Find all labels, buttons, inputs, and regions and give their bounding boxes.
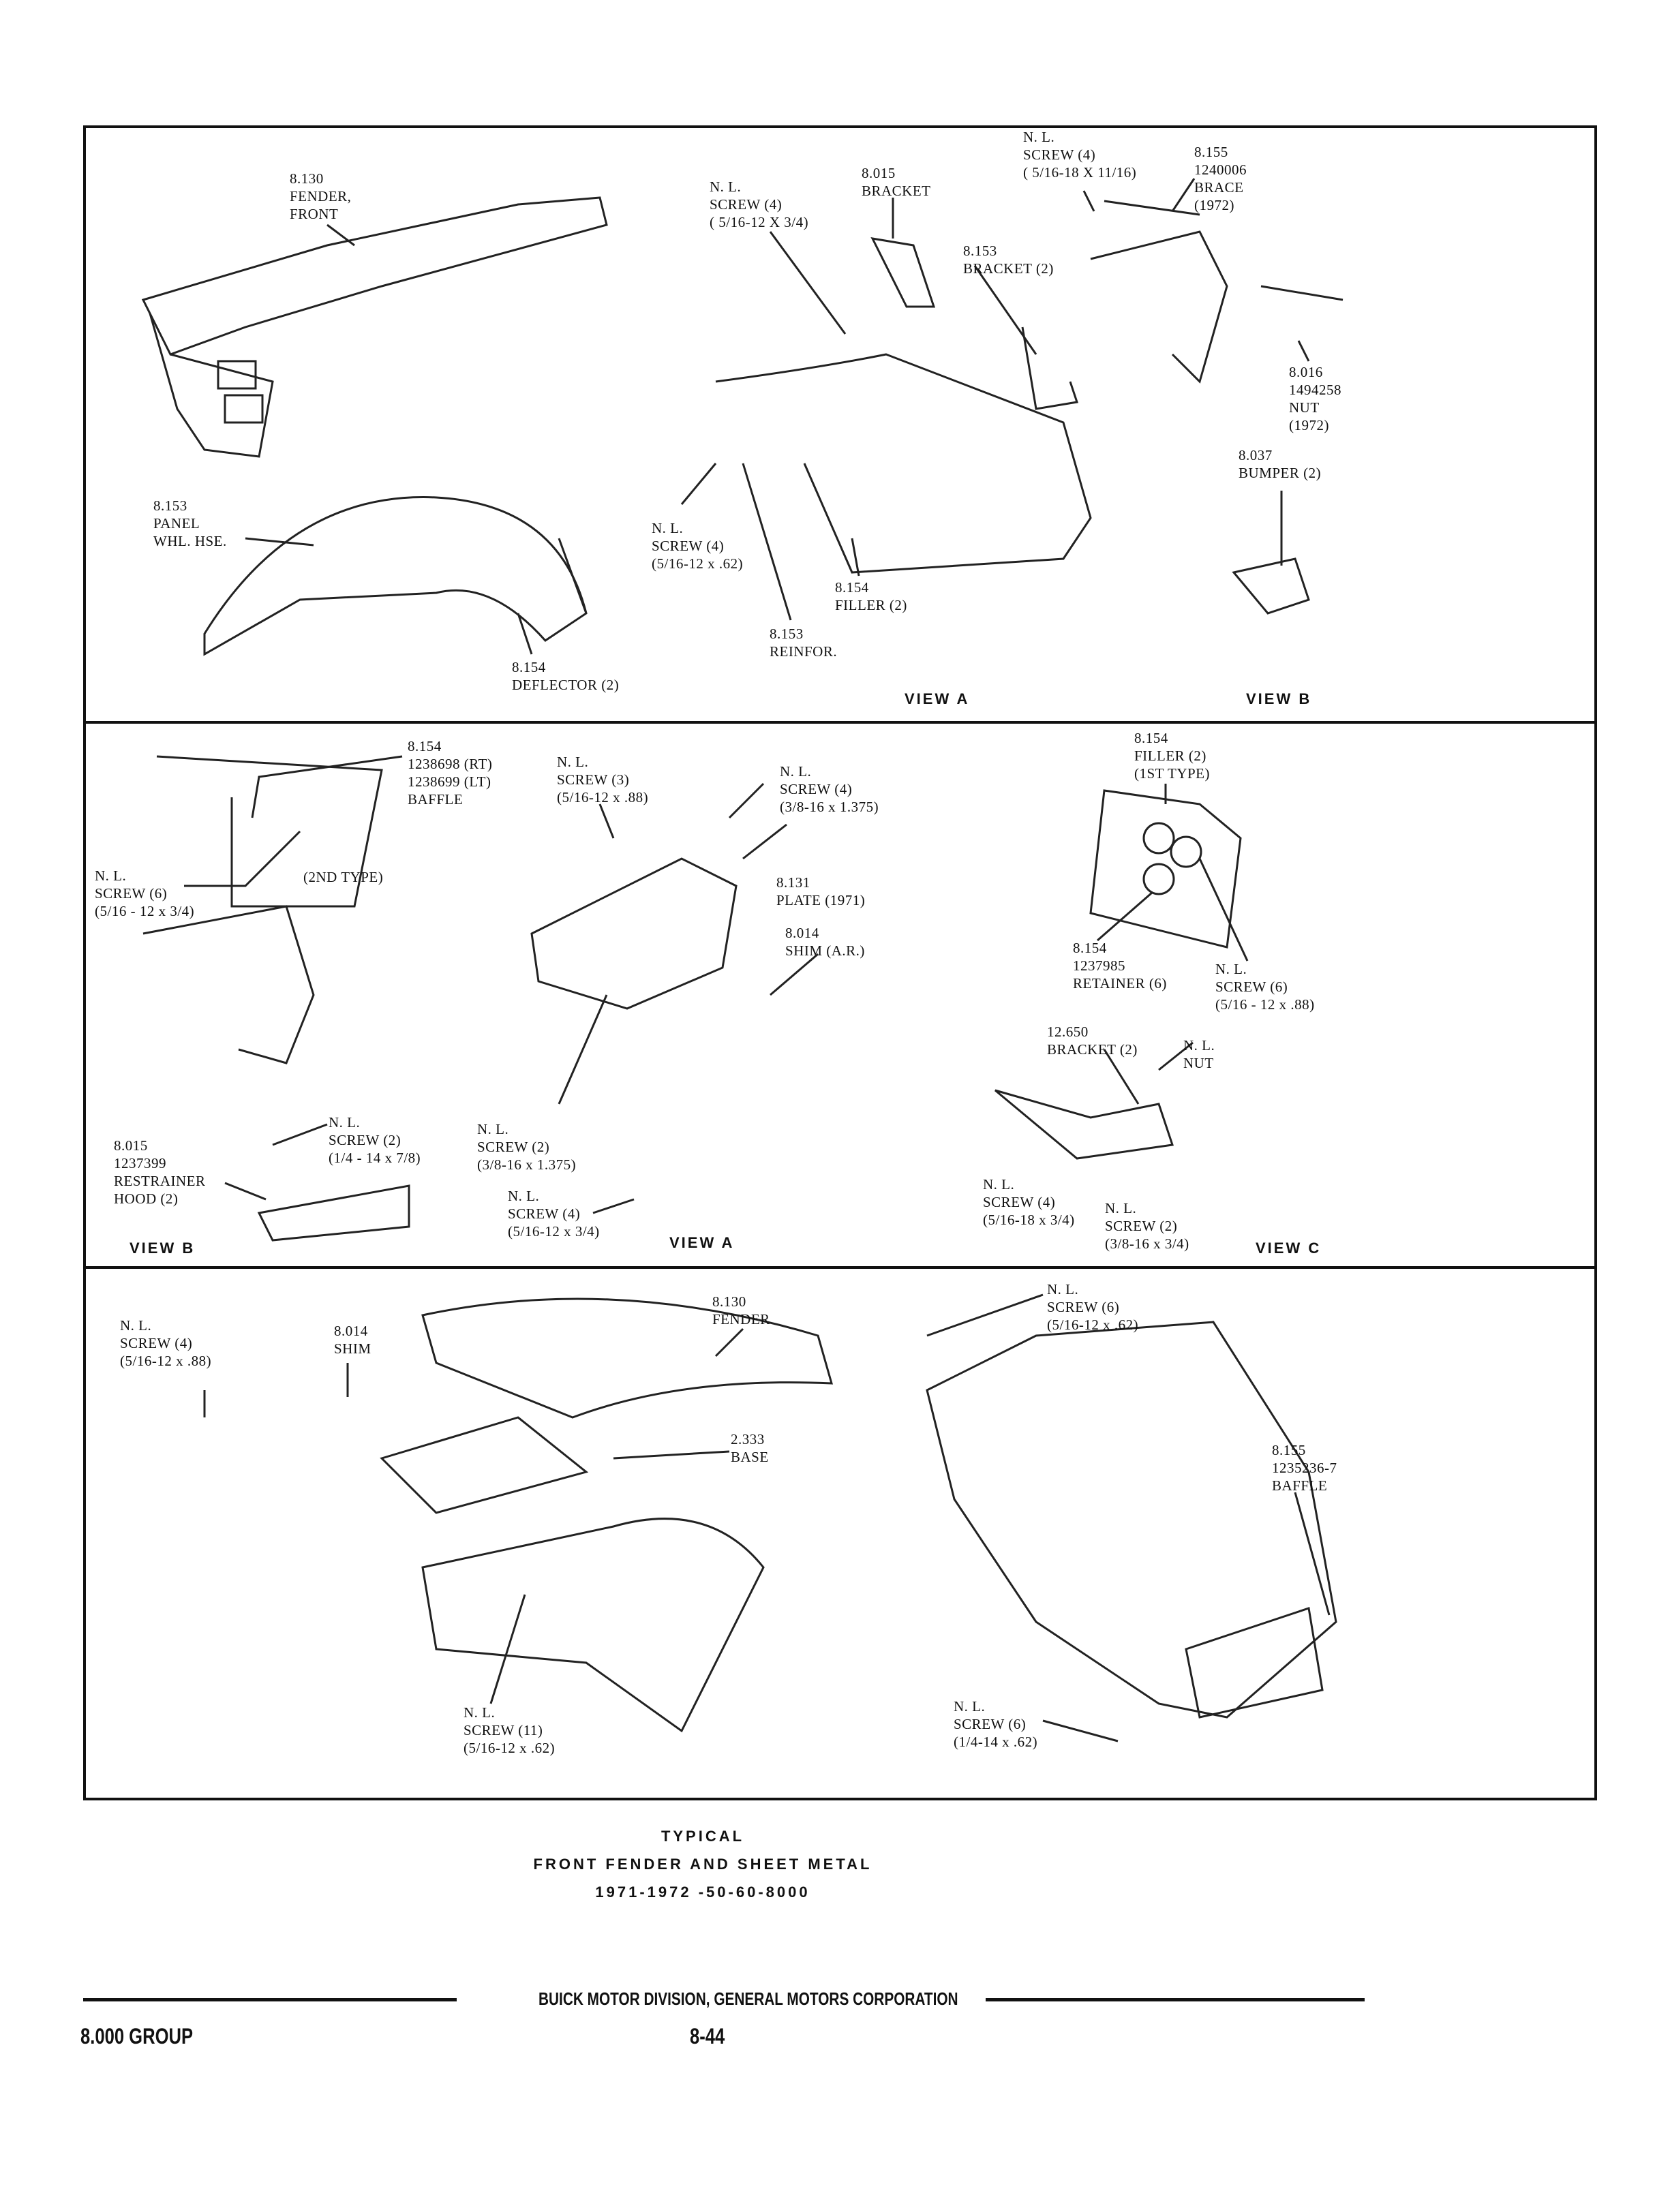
label-screw: N. L. SCREW (2) (3/8-16 x 1.375)	[477, 1121, 577, 1173]
label-screw: N. L. SCREW (3) (5/16-12 x .88)	[557, 754, 649, 805]
view-c-title: VIEW C	[1256, 1240, 1322, 1257]
label-brace: 8.155 1240006 BRACE (1972)	[1194, 144, 1247, 213]
label-restrainer-hood: 8.015 1237399 RESTRAINER HOOD (2)	[114, 1137, 206, 1207]
footer-group: 8.000 GROUP	[80, 2024, 194, 2048]
label-retainer: 8.154 1237985 RETAINER (6)	[1073, 940, 1167, 992]
label-bracket: 12.650 BRACKET (2)	[1047, 1024, 1138, 1058]
label-screw: N. L. SCREW (4) (5/16-18 x 3/4)	[983, 1176, 1075, 1228]
label-screw: N. L. SCREW (4) (5/16-12 x .62)	[652, 520, 744, 572]
label-fender: 8.130 FENDER	[712, 1293, 770, 1327]
panel-divider	[83, 1266, 1597, 1269]
label-nut: N. L. NUT	[1183, 1037, 1215, 1071]
panel-divider	[83, 721, 1597, 724]
view-b-title: VIEW B	[130, 1240, 196, 1257]
label-screw: N. L. SCREW (4) (5/16-12 x 3/4)	[508, 1188, 600, 1240]
footer-page-number: 8-44	[690, 2024, 725, 2048]
label-second-type: (2ND TYPE)	[303, 869, 384, 885]
label-bracket: 8.153 BRACKET (2)	[963, 243, 1054, 277]
label-deflector: 8.154 DEFLECTOR (2)	[512, 659, 620, 693]
label-plate: 8.131 PLATE (1971)	[776, 874, 866, 908]
caption-title: FRONT FENDER AND SHEET METAL	[533, 1856, 872, 1873]
view-a-title: VIEW A	[669, 1234, 735, 1251]
label-fender-front: 8.130 FENDER, FRONT	[290, 170, 352, 222]
label-shim: 8.014 SHIM (A.R.)	[785, 925, 865, 959]
label-screw: N. L. SCREW (6) (5/16 - 12 x .88)	[1215, 961, 1315, 1013]
label-filler: 8.154 FILLER (2) (1ST TYPE)	[1134, 730, 1210, 782]
label-screw: N. L. SCREW (6) (5/16-12 x .62)	[1047, 1281, 1139, 1333]
label-baffle: 8.155 1235236-7 BAFFLE	[1272, 1442, 1337, 1494]
footer-publisher: BUICK MOTOR DIVISION, GENERAL MOTORS COR…	[538, 1988, 958, 2009]
label-base: 2.333 BASE	[731, 1431, 769, 1465]
label-screw: N. L. SCREW (4) ( 5/16-12 X 3/4)	[710, 179, 809, 230]
label-baffle: 8.154 1238698 (RT) 1238699 (LT) BAFFLE	[408, 738, 493, 808]
footer-rule	[986, 1998, 1365, 2001]
label-screw: N. L. SCREW (4) (3/8-16 x 1.375)	[780, 763, 879, 815]
label-screw: N. L. SCREW (11) (5/16-12 x .62)	[464, 1704, 556, 1756]
label-filler: 8.154 FILLER (2)	[835, 579, 907, 613]
label-bracket: 8.015 BRACKET	[862, 165, 931, 199]
label-bumper: 8.037 BUMPER (2)	[1239, 447, 1322, 481]
view-a-title: VIEW A	[905, 690, 970, 707]
caption-models: 1971-1972 -50-60-8000	[595, 1884, 810, 1901]
label-screw: N. L. SCREW (4) ( 5/16-18 X 11/16)	[1023, 129, 1137, 181]
caption-typical: TYPICAL	[661, 1828, 745, 1845]
label-nut: 8.016 1494258 NUT (1972)	[1289, 364, 1341, 433]
diagram-frame	[83, 125, 1597, 1800]
label-panel-wheelhouse: 8.153 PANEL WHL. HSE.	[153, 497, 227, 549]
label-reinforcement: 8.153 REINFOR.	[770, 626, 838, 660]
footer-rule	[83, 1998, 457, 2001]
view-b-title: VIEW B	[1246, 690, 1312, 707]
label-screw: N. L. SCREW (4) (5/16-12 x .88)	[120, 1317, 212, 1369]
label-shim: 8.014 SHIM	[334, 1323, 371, 1357]
label-screw: N. L. SCREW (2) (3/8-16 x 3/4)	[1105, 1200, 1189, 1252]
label-screw: N. L. SCREW (6) (5/16 - 12 x 3/4)	[95, 867, 195, 919]
label-screw: N. L. SCREW (6) (1/4-14 x .62)	[954, 1698, 1038, 1750]
label-screw: N. L. SCREW (2) (1/4 - 14 x 7/8)	[329, 1114, 421, 1166]
